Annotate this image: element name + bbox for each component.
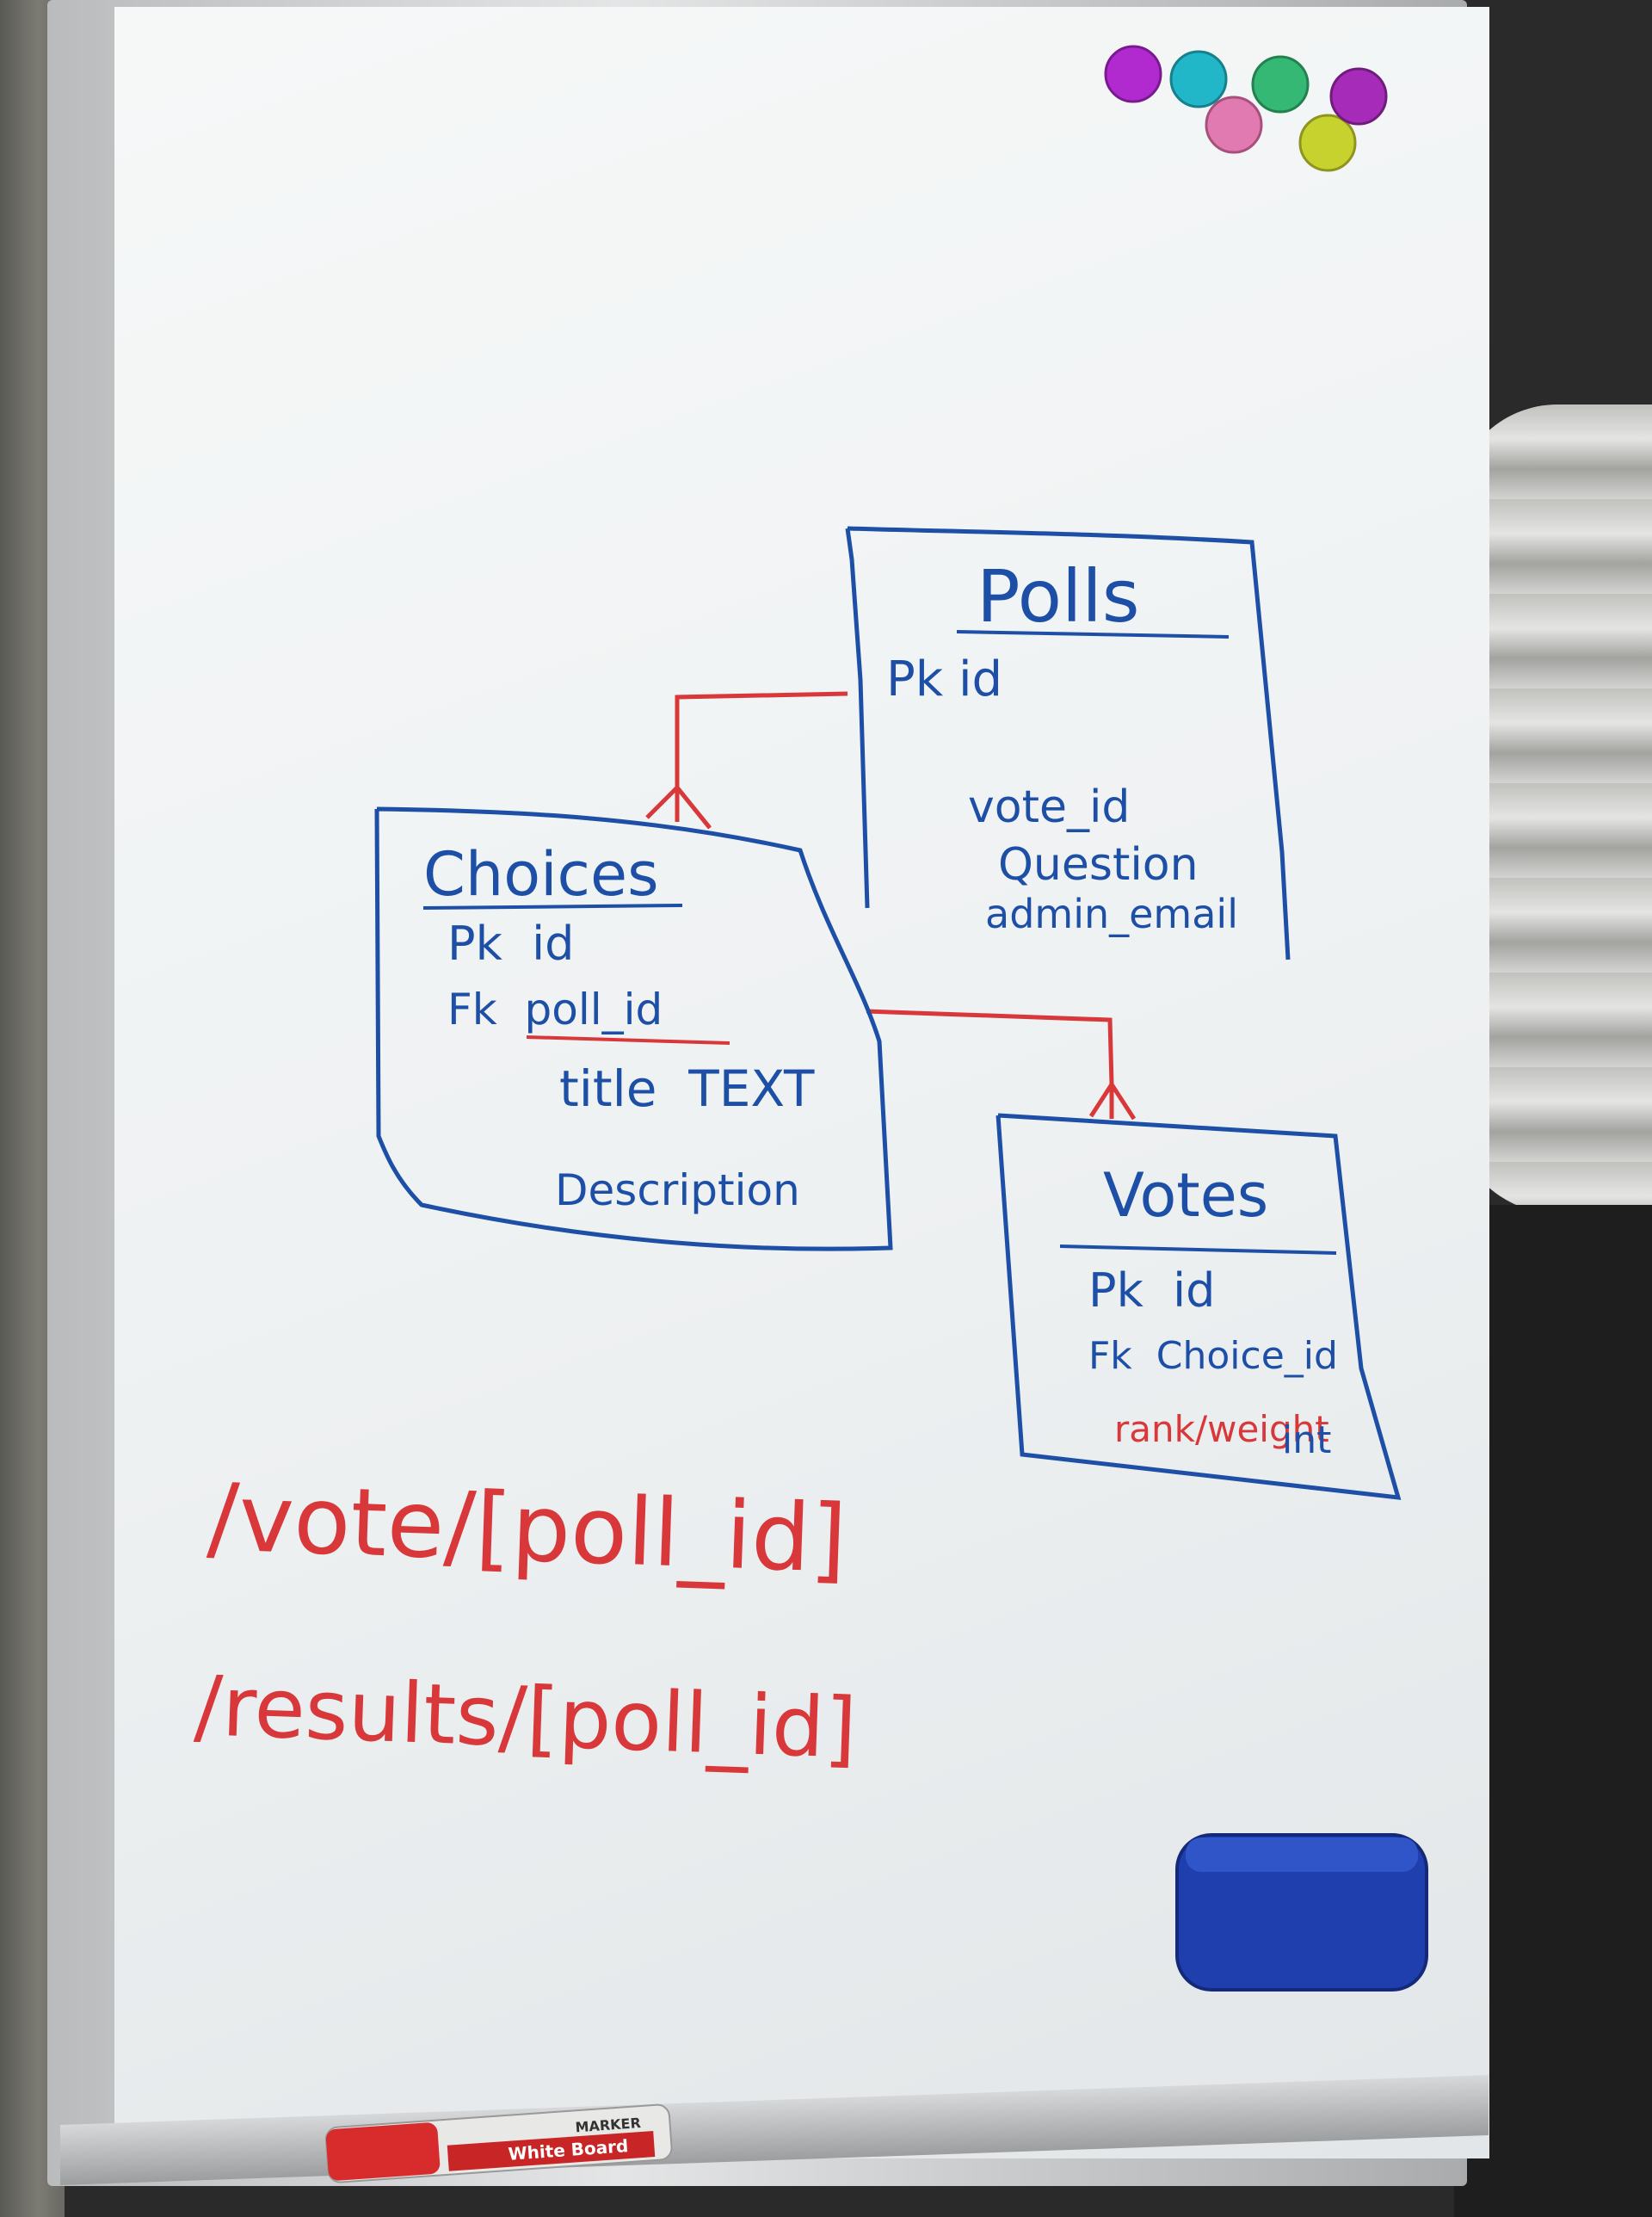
magnet-pink [1205,96,1263,154]
table-choices-title: Choices [423,839,659,910]
magnets [1104,45,1388,172]
table-votes-title-underline [1059,1244,1337,1255]
relation-polls-choices [645,691,848,830]
route-vote: /vote/[poll_id] [206,1464,848,1594]
magnet-purple [1104,45,1162,103]
table-choices: Choices Pk id Fk poll_id title TEXT Desc… [374,806,893,1251]
polls-field-vote-id: vote_id [968,781,1130,833]
marker-cap [325,2122,441,2181]
eraser-body [1175,1833,1428,1992]
table-polls-border [845,526,1291,960]
magnet-magenta [1329,67,1388,126]
relation-choices-votes [866,1009,1137,1121]
choices-field-fk-poll-id: Fk poll_id [447,985,663,1034]
votes-field-pk-id: Pk id [1088,1263,1215,1318]
choices-field-pk-id: Pk id [447,917,574,971]
eraser-top [1186,1837,1418,1872]
votes-field-rank-weight: rank/weight [1114,1408,1329,1450]
routes: /vote/[poll_id] /results/[poll_id] [193,1464,858,1777]
relationships [645,691,1137,1121]
votes-field-fk-choice-id: Fk Choice_id [1088,1334,1338,1378]
table-polls: Polls Pk id vote_id Question admin_email [845,526,1291,960]
table-choices-border [374,806,893,1251]
table-votes-title: Votes [1103,1160,1268,1231]
table-polls-title-underline [956,630,1230,639]
table-votes: Votes Pk id Fk Choice_id rank/weight int [996,1113,1402,1500]
marker-band [447,2131,656,2171]
whiteboard-frame [47,0,1489,2186]
table-votes-border [996,1113,1402,1500]
votes-field-int: int [1282,1418,1331,1462]
table-polls-title: Polls [977,554,1140,639]
polls-field-pk-id: Pk id [886,652,1002,707]
marker: MARKER White Board [324,2103,673,2183]
choices-fk-underline [526,1035,730,1045]
magnet-teal [1169,50,1228,108]
magnet-yellow [1298,114,1357,172]
choices-field-title: title TEXT [559,1059,815,1118]
eraser [1175,1833,1428,1992]
route-results: /results/[poll_id] [193,1658,858,1777]
magnet-green [1251,55,1310,114]
whiteboard-surface [114,7,1489,2158]
choices-field-description: Description [555,1165,800,1215]
polls-field-question: Question [998,839,1199,891]
polls-field-admin-email: admin_email [985,891,1238,937]
table-choices-title-underline [422,904,683,910]
